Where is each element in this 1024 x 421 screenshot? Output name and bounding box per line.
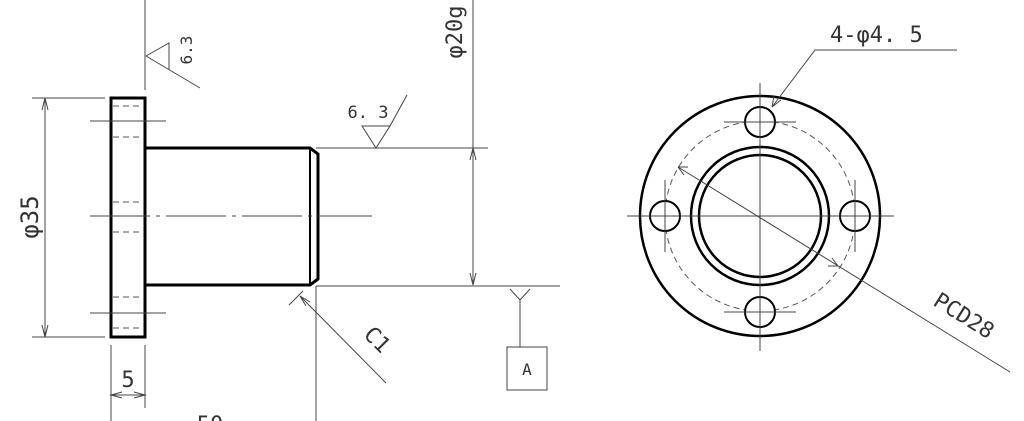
holes-callout: 4-φ4. 5 [830, 23, 923, 48]
flange-outline [109, 96, 147, 339]
datum-label: A [522, 360, 532, 379]
hidden-holes [90, 105, 166, 329]
dim-50-partial: 50 [197, 413, 224, 421]
datum-box [506, 346, 548, 391]
front-view: φ35 5 50 6.3 6. 3 φ20g A C1 [16, 0, 560, 421]
dim-5: 5 [121, 368, 134, 393]
roughness-flange: 6.3 [177, 36, 196, 65]
dim-phi35: φ35 [16, 195, 44, 238]
roughness-shaft: 6. 3 [348, 103, 389, 123]
dim-phi20g: φ20g [443, 6, 468, 59]
pcd-label: PCD28 [929, 288, 998, 344]
chamfer-c1: C1 [358, 322, 394, 358]
side-view: 4-φ4. 5 PCD28 [627, 23, 1011, 373]
